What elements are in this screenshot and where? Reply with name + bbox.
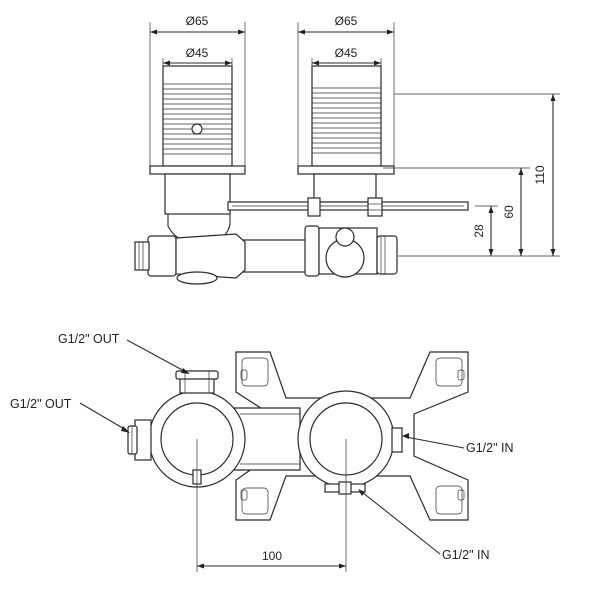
valve-body: [134, 225, 398, 285]
in-bottom-label: G1/2" IN: [442, 548, 490, 562]
in-bottom-callout: G1/2" IN: [358, 489, 490, 562]
mounting-plate: [227, 197, 469, 217]
right-outer-diameter-label: Ø65: [335, 14, 358, 28]
left-handle-dimensions: Ø65 Ø45: [149, 14, 246, 172]
left-outer-diameter-label: Ø65: [186, 14, 209, 28]
right-inner-diameter-label: Ø45: [335, 46, 358, 60]
left-inner-diameter-label: Ø45: [186, 46, 209, 60]
right-handle-dimensions: Ø65 Ø45: [297, 14, 395, 172]
right-handle: [297, 65, 395, 203]
left-handle: [149, 65, 246, 243]
low-height-label: 28: [472, 224, 486, 238]
left-cartridge: [127, 370, 246, 488]
left-handle-button-icon: [191, 123, 203, 135]
out-left-label: G1/2" OUT: [10, 397, 72, 411]
mid-height-label: 60: [502, 205, 516, 219]
right-handle-grip-lines: [312, 87, 381, 154]
top-elevation-view: Ø65 Ø45: [134, 14, 560, 285]
out-top-callout: G1/2" OUT: [58, 332, 190, 374]
center-distance-dimension: 100: [196, 439, 347, 572]
bottom-plan-view: G1/2" OUT G1/2" OUT G1/2" IN G1/2" IN: [10, 332, 514, 572]
center-distance-label: 100: [262, 549, 282, 563]
total-height-label: 110: [533, 165, 547, 184]
height-dimensions: 110 60 28: [383, 93, 560, 257]
in-right-label: G1/2" IN: [466, 441, 514, 455]
out-top-label: G1/2" OUT: [58, 332, 120, 346]
out-left-callout: G1/2" OUT: [10, 397, 130, 433]
in-right-callout: G1/2" IN: [402, 433, 514, 455]
